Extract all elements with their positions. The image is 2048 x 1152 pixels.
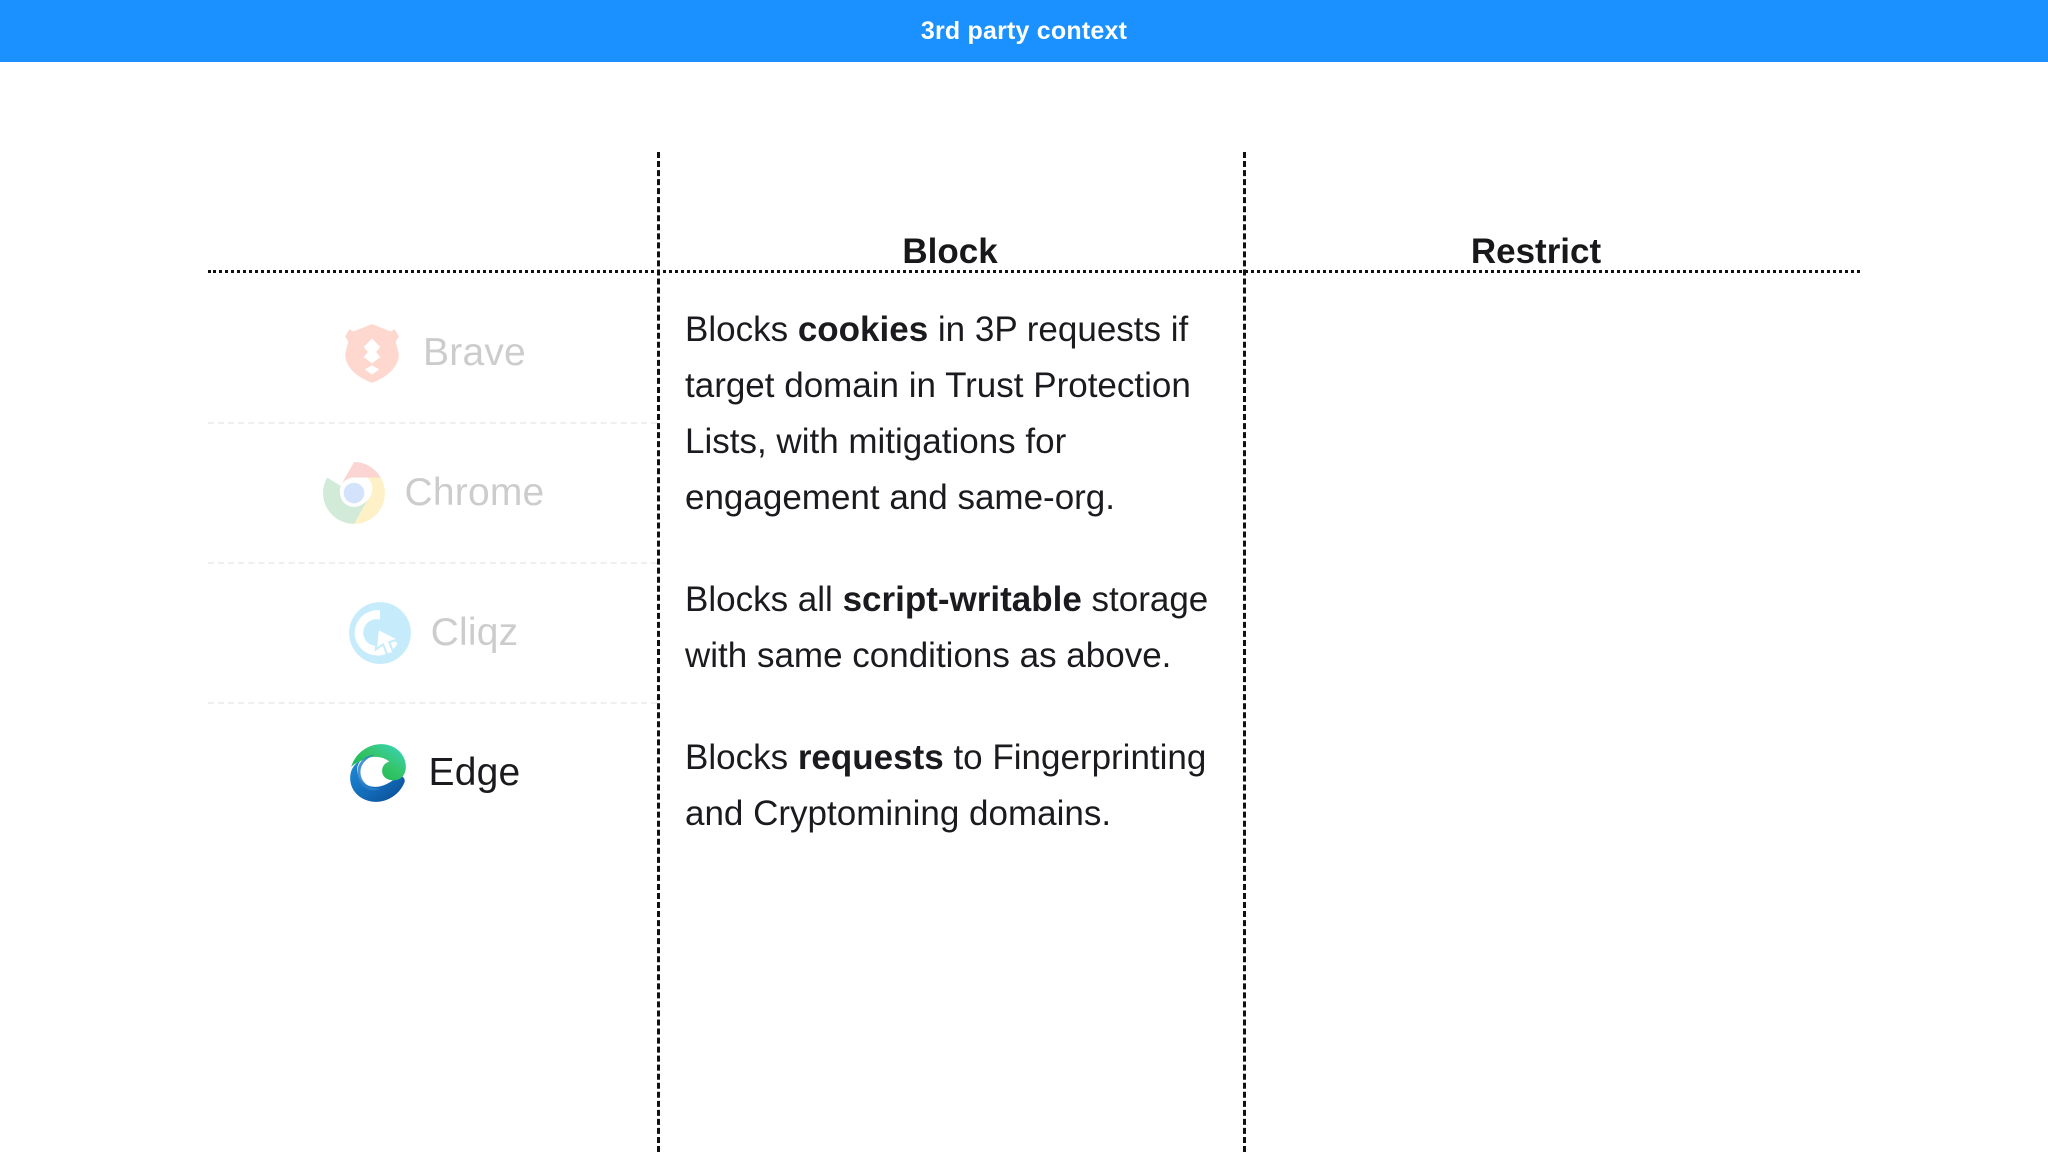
chrome-circle-icon [321, 460, 387, 526]
emphasised-term: script-writable [842, 580, 1082, 619]
body-text: to Fingerprinting and Cryptomining domai… [685, 738, 1207, 833]
comparison-table: Block Restrict Brave [0, 62, 2048, 1152]
browser-label-chrome: Chrome [404, 471, 545, 514]
edge-swirl-icon [345, 740, 411, 806]
browser-column: Brave Chrome [208, 284, 657, 842]
browser-label-brave: Brave [423, 331, 526, 374]
header-separator-rule [208, 270, 1860, 273]
body-text: storage with same conditions as above. [685, 580, 1209, 675]
emphasised-term: requests [797, 738, 944, 777]
body-text: Blocks all [685, 580, 843, 619]
body-text: in 3P requests if target domain in Trust… [685, 310, 1191, 517]
block-column-cell: Blocks cookies in 3P requests if target … [685, 302, 1245, 842]
emphasised-term: cookies [797, 310, 929, 349]
body-text: Blocks [685, 310, 798, 349]
brave-lion-icon [339, 320, 405, 386]
cell-paragraph-1: Blocks cookies in 3P requests if target … [685, 302, 1245, 526]
cell-paragraph-2: Blocks all script-writable storage with … [685, 572, 1245, 684]
cell-paragraph-3: Blocks requests to Fingerprinting and Cr… [685, 730, 1245, 842]
column-divider-left [657, 152, 660, 1152]
browser-label-edge: Edge [428, 751, 521, 794]
page-banner: 3rd party context [0, 0, 2048, 62]
column-header-block: Block [902, 232, 998, 271]
body-text: Blocks [685, 738, 798, 777]
browser-label-cliqz: Cliqz [430, 611, 519, 654]
table-row-edge: Edge [208, 704, 657, 842]
table-row-cliqz: Cliqz [208, 564, 657, 704]
cliqz-cursor-icon [347, 600, 413, 666]
column-header-restrict: Restrict [1470, 232, 1602, 271]
banner-title: 3rd party context [920, 16, 1128, 45]
table-row-chrome: Chrome [208, 424, 657, 564]
column-divider-right [1243, 152, 1246, 1152]
table-row-brave: Brave [208, 284, 657, 424]
